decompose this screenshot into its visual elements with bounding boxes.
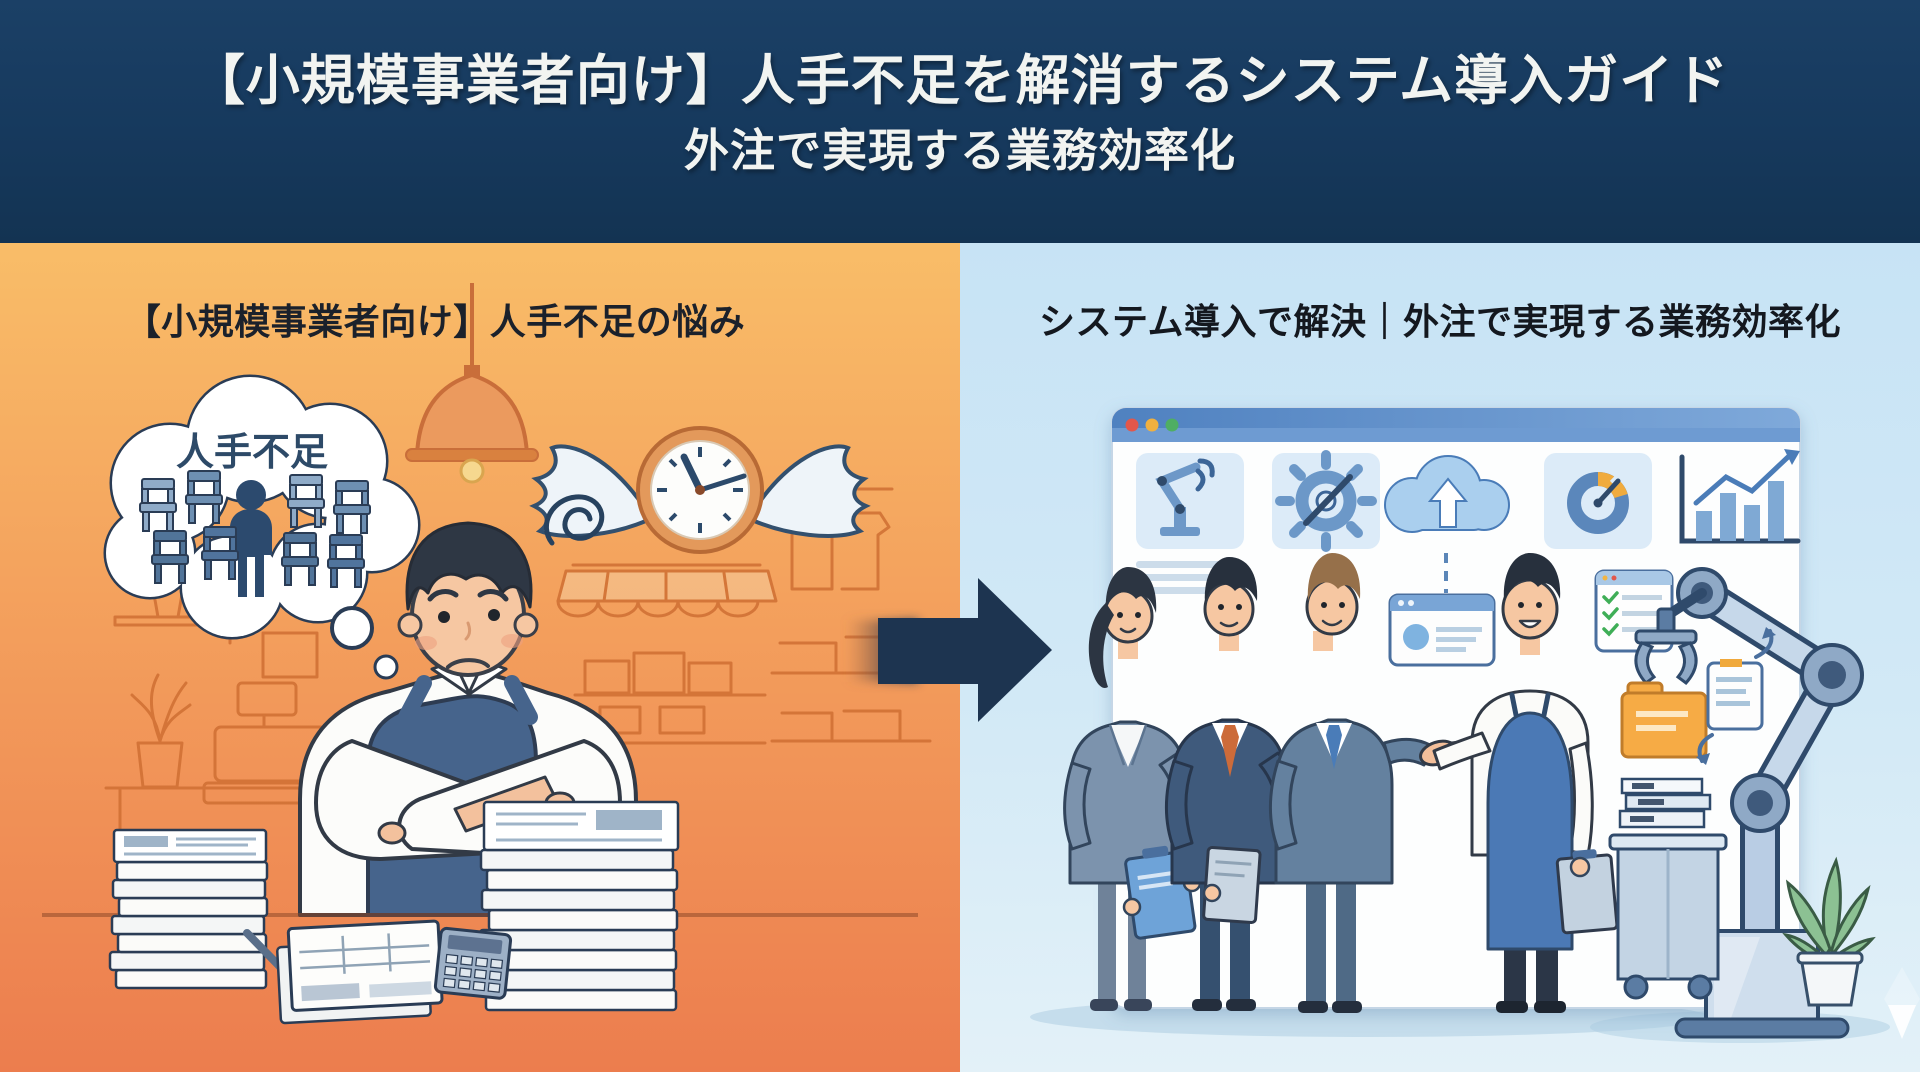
potted-plant-icon	[1782, 856, 1876, 1007]
brown-hair	[1307, 553, 1361, 601]
potted-plant-line-icon	[130, 673, 192, 789]
hair	[405, 521, 533, 611]
pendant-lamp-icon	[405, 283, 539, 484]
wing-right-icon	[750, 444, 871, 538]
paper-stack-icon	[476, 800, 680, 1012]
transition-arrow	[846, 578, 1052, 722]
after-panel-heading: システム導入で解決｜外注で実現する業務効率化	[1039, 301, 1841, 342]
bubble-trail-dot	[373, 654, 399, 680]
winged-clock-icon	[529, 426, 871, 554]
shop-owner-apron-figure	[1432, 553, 1619, 1013]
store-awning-icon	[556, 563, 778, 618]
main-title: 【小規模事業者向け】人手不足を解消するシステム導入ガイド	[190, 51, 1730, 111]
thought-bubble-icon	[103, 374, 421, 680]
robotic-arm-figure	[1620, 567, 1864, 1039]
clipboard-icon	[1555, 849, 1619, 935]
gauge-icon	[1567, 464, 1631, 534]
thought-bubble-label: 人手不足	[175, 432, 328, 474]
after-illustration	[1030, 407, 1920, 1043]
document-card-icon	[1696, 627, 1776, 765]
picture-frame-icon	[261, 631, 319, 679]
necktie	[1221, 725, 1239, 777]
before-panel-heading: 【小規模事業者向け】人手不足の悩み	[124, 301, 746, 342]
gripper	[1634, 629, 1698, 645]
arrow-shaft	[878, 618, 980, 684]
consultant-handshake-figure	[1269, 553, 1432, 1013]
apron-icon	[1486, 711, 1574, 951]
extended-arm	[1432, 731, 1492, 771]
arrow-head	[978, 578, 1052, 722]
gear-icon	[1275, 450, 1377, 552]
cloud-upload-icon	[1384, 455, 1510, 533]
title-banner: 【小規模事業者向け】人手不足を解消するシステム導入ガイド 外注で実現する業務効率…	[0, 0, 1920, 246]
extended-arm	[1382, 737, 1432, 767]
bubble-trail-dot	[330, 606, 374, 650]
profile-card-icon	[1388, 593, 1496, 667]
folder-icon	[1620, 681, 1708, 759]
calculator-icon	[433, 926, 513, 1000]
necktie	[1326, 725, 1342, 769]
lone-worker-pictogram-icon	[230, 480, 272, 597]
shelf-boxes-icon	[573, 651, 767, 745]
wing-left-icon	[529, 444, 650, 538]
stress-scribble-icon	[544, 494, 605, 546]
sparkle-icon	[1884, 967, 1920, 1039]
before-illustration	[42, 283, 932, 1025]
sub-title: 外注で実現する業務効率化	[683, 125, 1236, 176]
growth-chart-icon	[1679, 449, 1801, 544]
after-panel: システム導入で解決｜外注で実現する業務効率化	[960, 243, 1920, 1072]
paper-stack-icon	[108, 828, 269, 990]
robot-arm-icon	[1155, 458, 1215, 536]
spreadsheet-form-icon	[276, 919, 444, 1025]
ponytail	[1088, 603, 1114, 688]
book-stack-cart-icon	[1608, 777, 1728, 1000]
before-panel: 【小規模事業者向け】人手不足の悩み 人手不足	[0, 243, 960, 1072]
folder-document-icon	[1202, 846, 1262, 924]
traffic-light-dots-icon	[1125, 418, 1179, 432]
